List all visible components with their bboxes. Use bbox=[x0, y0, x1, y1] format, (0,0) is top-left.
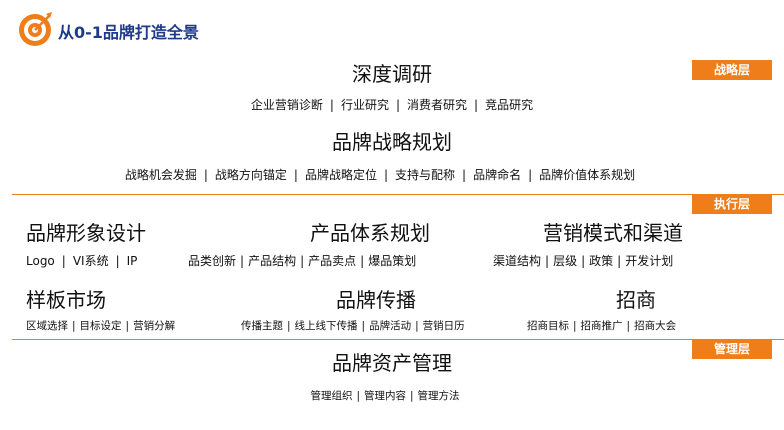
separator: | bbox=[329, 97, 334, 112]
separator: | bbox=[115, 253, 120, 268]
planning-item: 支持与配称 bbox=[395, 168, 456, 182]
divider-execution bbox=[12, 339, 784, 340]
marketing-channel-items: 渠道结构 | 层级 | 政策 | 开发计划 bbox=[493, 252, 673, 269]
asset-items: 管理组织 | 管理内容 | 管理方法 bbox=[0, 388, 770, 403]
product-system-item: 产品结构 bbox=[248, 254, 297, 268]
separator: | bbox=[240, 253, 245, 268]
target-logo-icon bbox=[19, 12, 52, 46]
separator: | bbox=[125, 319, 130, 332]
asset-item: 管理组织 bbox=[310, 390, 353, 402]
investment-item: 招商推广 bbox=[580, 320, 623, 332]
page-title: 从0-1品牌打造全景 bbox=[58, 23, 199, 42]
marketing-channel-title: 营销模式和渠道 bbox=[543, 221, 683, 245]
separator: | bbox=[415, 319, 419, 332]
separator: | bbox=[360, 253, 365, 268]
separator: | bbox=[617, 253, 622, 268]
layer-label-execution: 执行层 bbox=[692, 194, 772, 214]
separator: | bbox=[61, 253, 66, 268]
separator: | bbox=[356, 389, 360, 402]
asset-item: 管理内容 bbox=[364, 390, 406, 402]
investment-item: 招商目标 bbox=[527, 320, 569, 332]
investment-title: 招商 bbox=[616, 288, 656, 312]
pilot-market-items: 区域选择 | 目标设定 | 营销分解 bbox=[26, 318, 175, 333]
marketing-channel-item: 政策 bbox=[589, 254, 614, 268]
product-system-title: 产品体系规划 bbox=[310, 221, 430, 245]
separator: | bbox=[462, 167, 467, 182]
pilot-market-item: 区域选择 bbox=[26, 320, 68, 332]
layer-label-strategy: 战略层 bbox=[692, 60, 772, 80]
image-design-item: IP bbox=[126, 253, 138, 268]
separator: | bbox=[410, 389, 414, 402]
marketing-channel-item: 渠道结构 bbox=[493, 254, 542, 268]
separator: | bbox=[287, 319, 291, 332]
separator: | bbox=[383, 167, 389, 182]
planning-item: 品牌命名 bbox=[473, 168, 522, 182]
pilot-market-item: 目标设定 bbox=[79, 320, 122, 332]
image-design-item: VI系统 bbox=[72, 254, 109, 268]
product-system-item: 品类创新 bbox=[188, 254, 237, 268]
separator: | bbox=[474, 97, 479, 112]
image-design-title: 品牌形象设计 bbox=[26, 221, 146, 245]
divider-strategy bbox=[12, 194, 784, 195]
marketing-channel-item: 层级 bbox=[553, 254, 578, 268]
product-system-item: 产品卖点 bbox=[308, 254, 357, 268]
pilot-market-item: 营销分解 bbox=[133, 320, 176, 332]
separator: | bbox=[626, 319, 631, 332]
asset-item: 管理方法 bbox=[417, 390, 460, 402]
planning-item: 品牌价值体系规划 bbox=[539, 168, 636, 182]
communication-item: 营销日历 bbox=[422, 320, 465, 332]
communication-item: 传播主题 bbox=[241, 320, 283, 332]
communication-item: 线上线下传播 bbox=[294, 320, 358, 332]
research-items: 企业营销诊断 | 行业研究 | 消费者研究 | 竞品研究 bbox=[0, 96, 784, 113]
communication-title: 品牌传播 bbox=[336, 288, 416, 312]
separator: | bbox=[573, 319, 577, 332]
pilot-market-title: 样板市场 bbox=[26, 288, 106, 312]
research-item: 行业研究 bbox=[340, 98, 389, 112]
investment-items: 招商目标 | 招商推广 | 招商大会 bbox=[527, 318, 676, 333]
planning-item: 战略方向锚定 bbox=[214, 168, 287, 182]
separator: | bbox=[72, 319, 76, 332]
separator: | bbox=[395, 97, 401, 112]
separator: | bbox=[300, 253, 305, 268]
separator: | bbox=[528, 167, 533, 182]
research-item: 消费者研究 bbox=[407, 98, 468, 112]
separator: | bbox=[293, 167, 298, 182]
planning-item: 战略机会发掘 bbox=[124, 168, 197, 182]
image-design-items: Logo | VI系统 | IP bbox=[26, 252, 137, 269]
research-item: 竞品研究 bbox=[485, 98, 534, 112]
marketing-channel-item: 开发计划 bbox=[625, 254, 674, 268]
separator: | bbox=[361, 319, 366, 332]
planning-title: 品牌战略规划 bbox=[332, 130, 452, 154]
planning-item: 品牌战略定位 bbox=[304, 168, 377, 182]
product-system-item: 爆品策划 bbox=[368, 254, 417, 268]
communication-item: 品牌活动 bbox=[369, 320, 412, 332]
image-design-item: Logo bbox=[26, 253, 55, 268]
product-system-items: 品类创新 | 产品结构 | 产品卖点 | 爆品策划 bbox=[188, 252, 416, 269]
separator: | bbox=[581, 253, 586, 268]
planning-items: 战略机会发掘 | 战略方向锚定 | 品牌战略定位 | 支持与配称 | 品牌命名 … bbox=[0, 166, 760, 183]
asset-title: 品牌资产管理 bbox=[332, 351, 452, 375]
separator: | bbox=[545, 253, 550, 268]
layer-label-management: 管理层 bbox=[692, 339, 772, 359]
communication-items: 传播主题 | 线上线下传播 | 品牌活动 | 营销日历 bbox=[241, 318, 465, 333]
investment-item: 招商大会 bbox=[634, 320, 677, 332]
research-item: 企业营销诊断 bbox=[250, 98, 323, 112]
separator: | bbox=[203, 167, 208, 182]
research-title: 深度调研 bbox=[352, 62, 432, 86]
